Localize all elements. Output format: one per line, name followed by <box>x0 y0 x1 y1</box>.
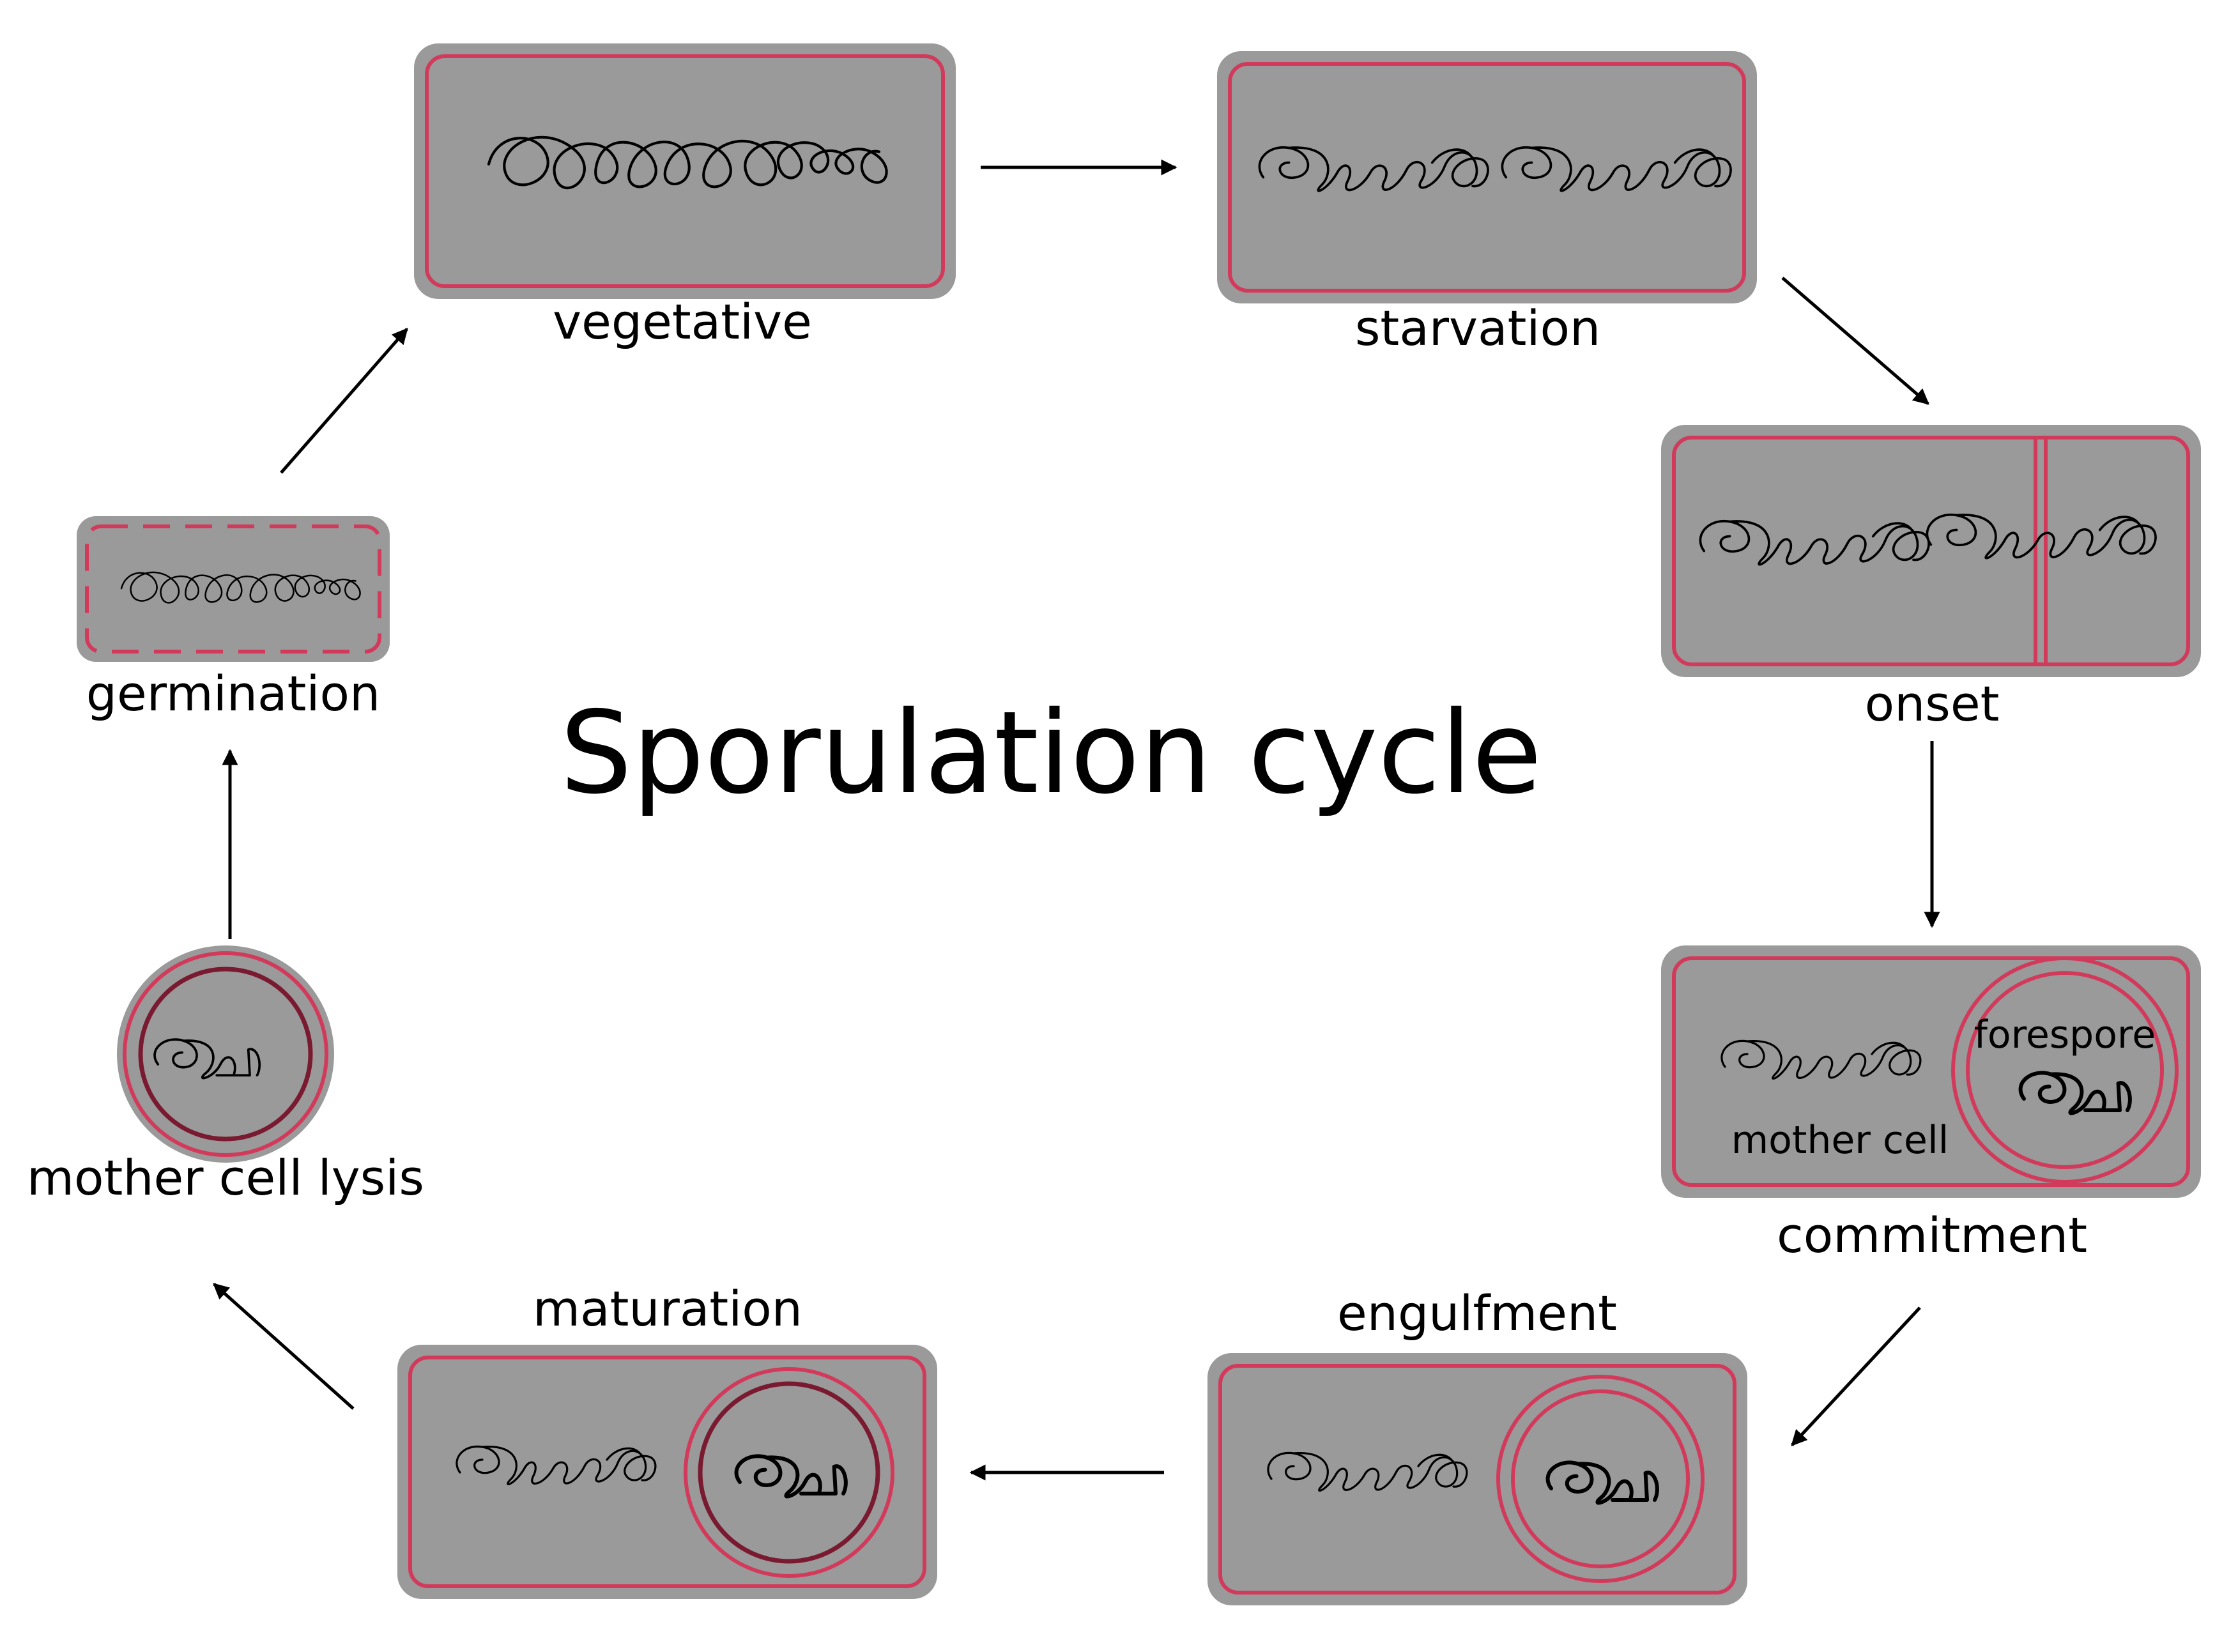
stage-label-maturation: maturation <box>533 1280 802 1337</box>
label-forespore: forespore <box>1974 1013 2156 1057</box>
stage-label-mother-cell-lysis: mother cell lysis <box>27 1149 424 1206</box>
germination-cell <box>77 516 390 662</box>
vegetative-cell <box>414 43 956 299</box>
free-spore <box>117 945 334 1163</box>
arrow-germination-to-vegetative <box>280 328 408 474</box>
stage-label-germination: germination <box>86 665 380 722</box>
stage-label-engulfment: engulfment <box>1337 1285 1617 1342</box>
commitment-cell <box>1661 945 2201 1198</box>
label-mother-cell: mother cell <box>1731 1118 1949 1163</box>
starvation-cell <box>1217 51 1757 303</box>
arrow-commitment-to-engulfment <box>1791 1306 1921 1446</box>
engulfment-cell <box>1207 1353 1747 1605</box>
arrow-maturation-to-lysis <box>213 1283 355 1410</box>
diagram-title: Sporulation cycle <box>560 687 1542 819</box>
stage-label-vegetative: vegetative <box>553 293 812 350</box>
arrow-starvation-to-onset <box>1781 277 1929 405</box>
stage-label-commitment: commitment <box>1777 1207 2087 1264</box>
stage-label-starvation: starvation <box>1355 300 1600 356</box>
stage-label-onset: onset <box>1865 675 2000 732</box>
maturation-cell <box>397 1345 937 1599</box>
onset-cell <box>1661 425 2201 677</box>
